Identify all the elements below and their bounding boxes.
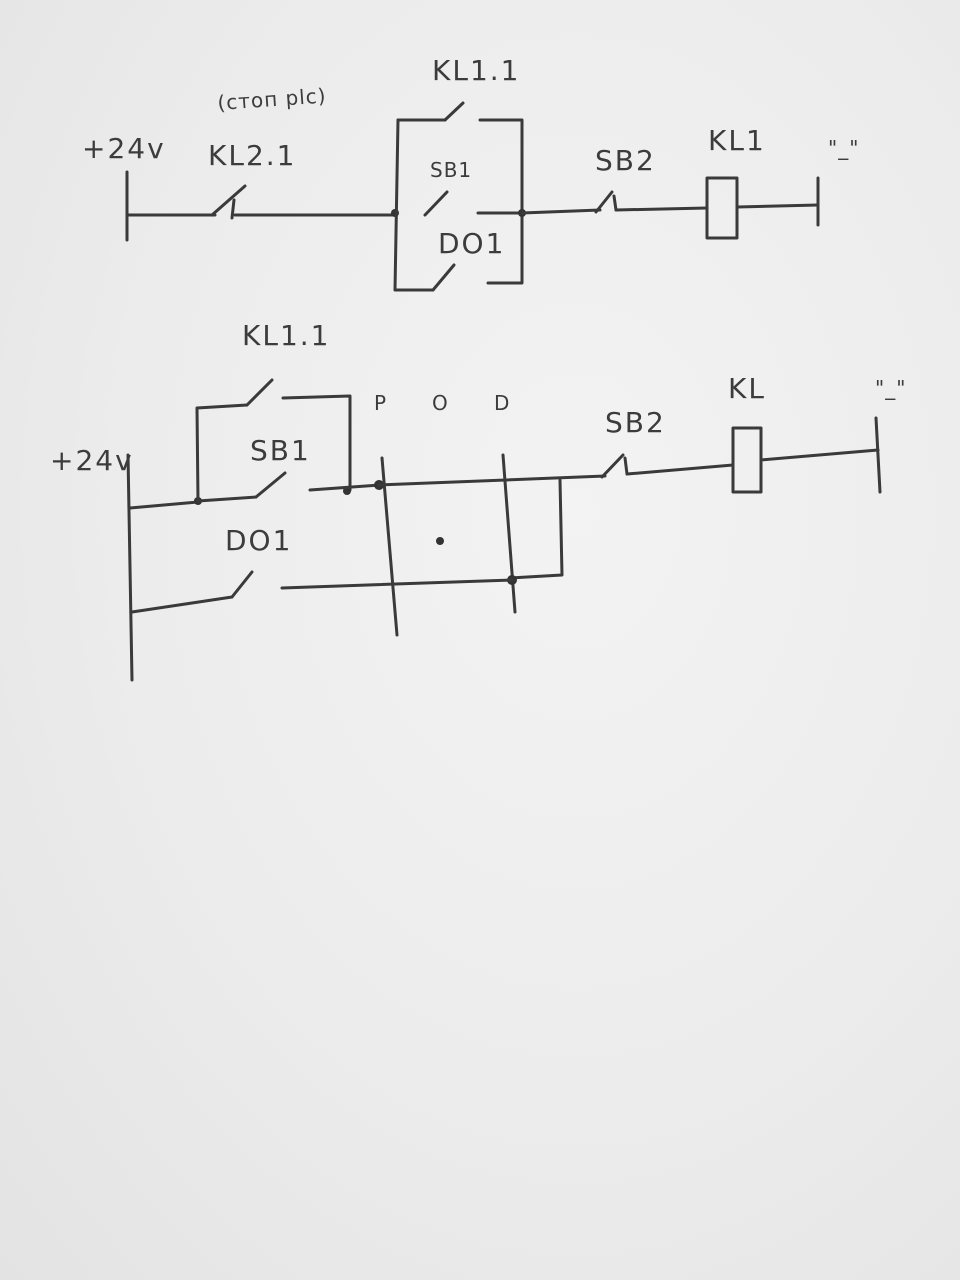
d2-wire (377, 474, 607, 487)
d1-kl11-contact (443, 101, 465, 122)
d2-switch-d-box (508, 478, 564, 580)
d2-kl-label: KL (728, 372, 766, 405)
d2-wire (308, 483, 382, 492)
d1-wire (735, 203, 820, 209)
d1-kl1-coil (705, 176, 739, 240)
d1-kl21-label: KL2.1 (208, 139, 297, 172)
d2-switch-o-dot (436, 537, 444, 545)
d1-supply-label: +24v (82, 132, 166, 165)
d1-sb1-contact (423, 190, 449, 217)
diagram-1: +24v (стоп plc) KL2.1 KL1.1 SB1 DO1 SB2 … (82, 54, 859, 292)
d1-return-label: "_" (828, 136, 859, 160)
d2-do1-label: DO1 (225, 524, 292, 557)
d1-kl1-label: KL1 (708, 124, 766, 157)
d2-switch-d-line (501, 453, 517, 614)
d2-wire (759, 448, 880, 462)
d2-kl11-contact (245, 378, 274, 407)
d2-wire (128, 500, 200, 510)
d1-sb2-label: SB2 (595, 144, 656, 177)
d2-return-rail (874, 416, 882, 494)
d2-wire (280, 578, 514, 590)
d2-kl11-label: KL1.1 (242, 319, 331, 352)
d1-top-branch-right (478, 118, 524, 285)
d1-kl11-label: KL1.1 (432, 54, 521, 87)
d1-sb1-label: SB1 (430, 158, 472, 182)
d2-supply-label: +24v (50, 444, 134, 477)
d2-wire (196, 495, 258, 503)
d2-switch-o-label: O (432, 391, 449, 415)
d1-do1-label: DO1 (438, 227, 505, 260)
d2-wire (130, 595, 234, 614)
d2-kl11-loop-right (281, 394, 352, 492)
d1-parallel-left (393, 118, 435, 292)
d1-note-label: (стоп plc) (217, 83, 328, 115)
d2-sb1-label: SB1 (250, 434, 311, 467)
diagram-2: +24v KL1.1 SB1 DO1 P O D SB2 KL "_" (50, 319, 906, 682)
d2-switch-p-line (380, 456, 399, 637)
d2-wire (625, 463, 735, 476)
d2-sb1-contact (254, 471, 287, 499)
d2-do1-contact (230, 570, 254, 599)
d2-supply-rail (126, 453, 134, 682)
d2-sb2-label: SB2 (605, 406, 666, 439)
d1-wire (614, 206, 709, 212)
d1-sb2-contact (594, 190, 618, 214)
d2-kl-coil (731, 426, 763, 494)
d1-do1-contact (431, 263, 456, 292)
d1-wire (520, 208, 602, 215)
d2-sb2-contact (600, 453, 629, 479)
d2-switch-p-label: P (374, 391, 387, 415)
d1-kl21-contact (210, 184, 247, 220)
d2-kl11-loop (195, 403, 249, 503)
d2-switch-d-label: D (494, 391, 510, 415)
d2-return-label: "_" (875, 376, 906, 400)
